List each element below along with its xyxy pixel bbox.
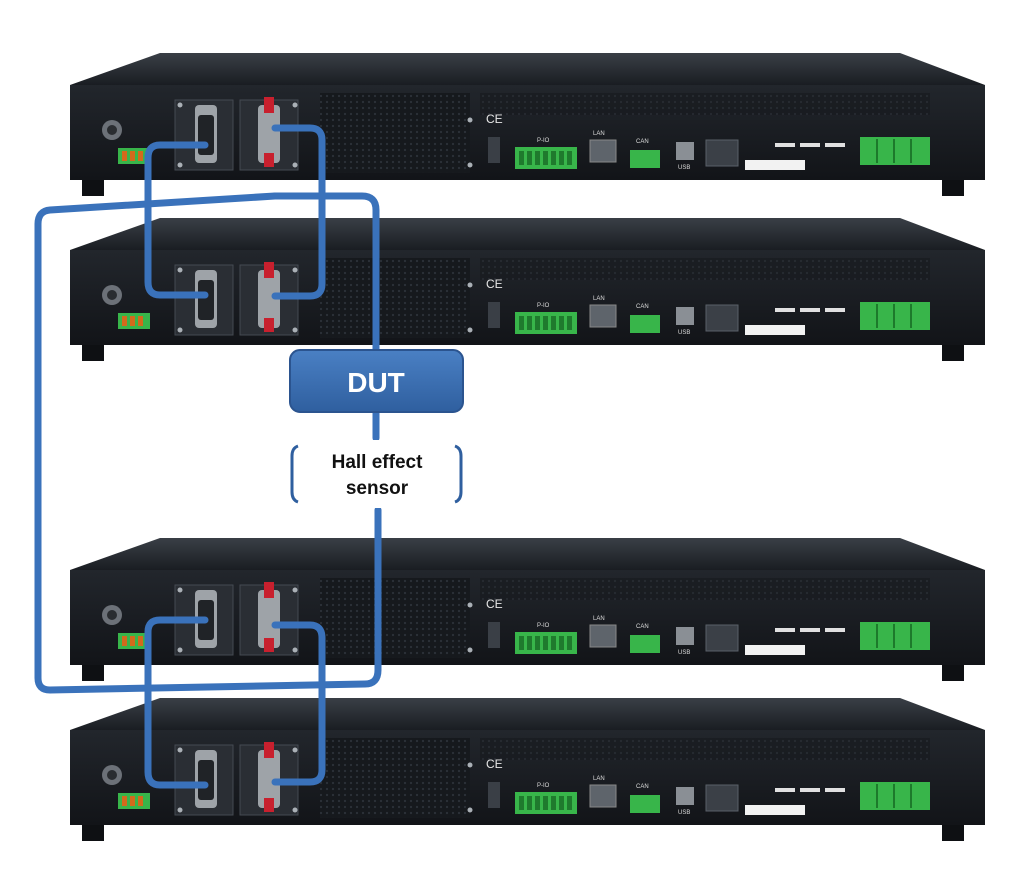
power-unit-2: LAN CAN P-IO USB [69, 217, 986, 362]
cable-units-3-4-positive [271, 621, 326, 786]
can-label: CAN [636, 624, 649, 630]
usb-label: USB [678, 330, 690, 336]
cable-outer-loop [34, 192, 382, 694]
cable-units-1-2-negative [144, 141, 209, 299]
usb-label: USB [678, 650, 690, 656]
power-unit-1: LAN CAN P-IO USB [69, 52, 986, 197]
pio-label: P-IO [537, 138, 550, 144]
cable-units-3-4-negative [144, 616, 209, 789]
lan-label: LAN [593, 296, 605, 302]
sensor-label-line1: Hall effect [332, 452, 423, 473]
power-unit-3: LAN CAN P-IO USB [69, 537, 986, 682]
pio-label: P-IO [537, 783, 550, 789]
hall-effect-sensor: Hall effect sensor [290, 440, 463, 508]
can-label: CAN [636, 784, 649, 790]
usb-label: USB [678, 810, 690, 816]
lan-label: LAN [593, 776, 605, 782]
pio-label: P-IO [537, 623, 550, 629]
lan-label: LAN [593, 616, 605, 622]
can-label: CAN [636, 304, 649, 310]
usb-label: USB [678, 165, 690, 171]
sensor-label-line2: sensor [346, 478, 409, 499]
power-unit-4: LAN CAN P-IO USB [69, 697, 986, 842]
can-label: CAN [636, 139, 649, 145]
lan-label: LAN [593, 131, 605, 137]
cable-units-1-2-positive [271, 124, 326, 300]
pio-label: P-IO [537, 303, 550, 309]
cabling [34, 124, 382, 789]
cable-to-dut-top [271, 192, 380, 354]
dut-box: DUT [289, 349, 464, 413]
dut-label: DUT [347, 367, 405, 398]
